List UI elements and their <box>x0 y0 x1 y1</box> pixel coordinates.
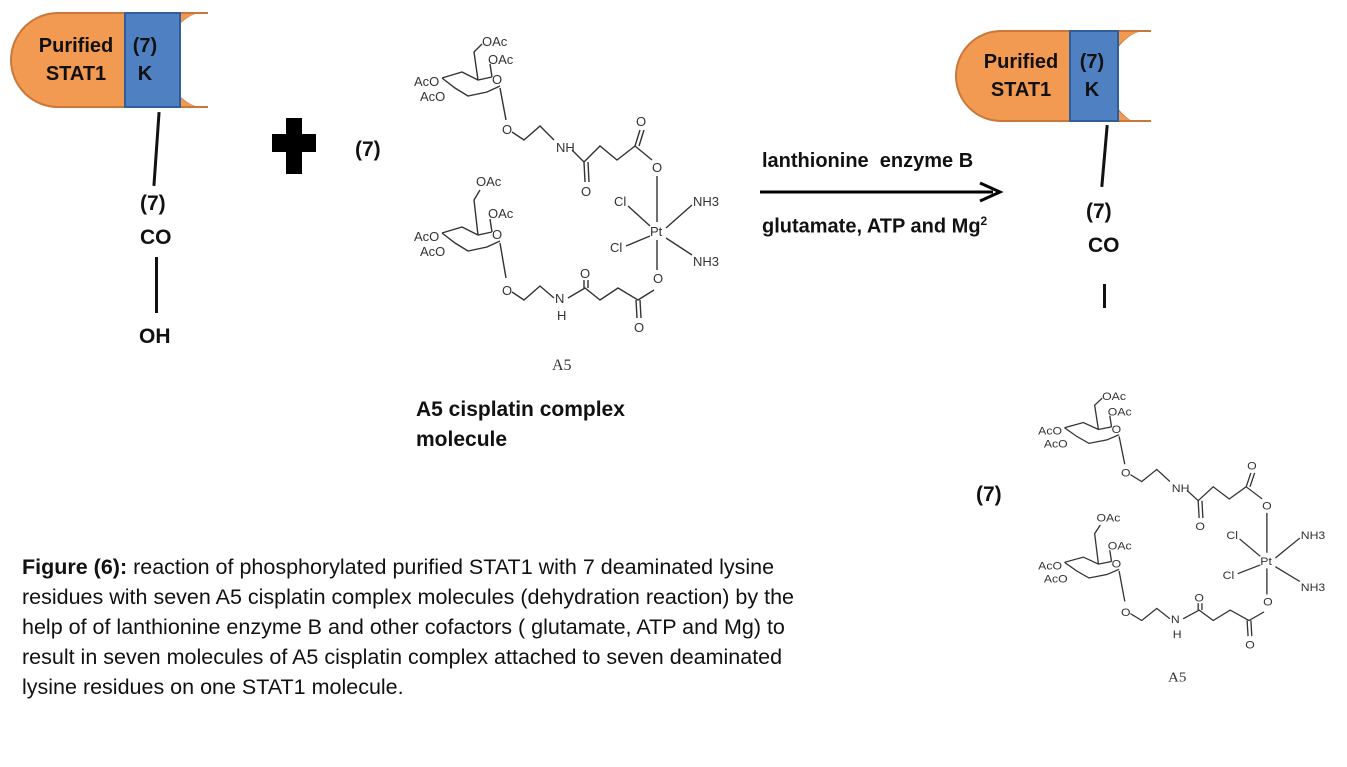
a5-cisplatin-molecule: OAc OAc AcO AcO O O NH O O O OAc OAc AcO… <box>414 34 719 374</box>
carbonyl-group: CO <box>1088 234 1120 257</box>
protein-name-line1: Purified <box>983 51 1059 73</box>
reagent-count: (7) <box>355 138 381 161</box>
mol-label-cl: Cl <box>610 240 622 255</box>
mol-label-aco: AcO <box>420 89 445 104</box>
a5-cisplatin-molecule-attached <box>1037 389 1327 686</box>
mol-label-o: O <box>502 283 512 298</box>
hydroxyl-group: OH <box>139 325 171 348</box>
group-count: (7) <box>140 192 166 215</box>
cofactors-text: glutamate, ATP and Mg <box>762 215 981 238</box>
mol-label-o: O <box>652 160 662 175</box>
molecule-count: (7) <box>976 483 1002 506</box>
protein-name-line2: STAT1 <box>990 79 1052 101</box>
mol-label-pt: Pt <box>650 224 663 239</box>
mol-label-o: O <box>580 266 590 281</box>
mol-label-aco: AcO <box>420 244 445 259</box>
mol-label-o: O <box>492 227 502 242</box>
mol-label-aco: AcO <box>414 74 439 89</box>
mol-label-oac: OAc <box>476 174 502 189</box>
mol-label-nh: NH <box>556 140 575 155</box>
residue-label: K <box>137 63 153 85</box>
reaction-arrow-icon <box>760 181 1004 203</box>
mol-label-o: O <box>492 72 502 87</box>
mol-label-o: O <box>636 114 646 129</box>
arrow-label-cofactors: glutamate, ATP and Mg2 <box>762 214 987 239</box>
group-count: (7) <box>1086 200 1112 223</box>
bond-line <box>1103 284 1106 308</box>
mol-label-cl: Cl <box>614 194 626 209</box>
mol-label-oac: OAc <box>482 34 508 49</box>
mol-label-o: O <box>653 271 663 286</box>
mol-label-n: N <box>555 291 564 306</box>
bond-line <box>152 111 161 187</box>
mol-label-o: O <box>502 122 512 137</box>
figure-caption: Figure (6): reaction of phosphorylated p… <box>22 552 822 702</box>
mol-label-o: O <box>581 184 591 199</box>
mol-label-nh3: NH3 <box>693 254 719 269</box>
cofactors-sup: 2 <box>980 214 988 228</box>
reagent-label: A5 cisplatin complex molecule <box>416 395 625 455</box>
bond-line <box>1100 124 1109 188</box>
reactant-stat1-protein: Purified STAT1 (7) K <box>10 12 208 108</box>
arrow-label-enzyme: lanthionine enzyme B <box>762 150 974 172</box>
protein-name-line1: Purified <box>38 35 114 57</box>
mol-label-nh3: NH3 <box>693 194 719 209</box>
carbonyl-group: CO <box>140 226 172 249</box>
mol-label-aco: AcO <box>414 229 439 244</box>
reagent-label-line1: A5 cisplatin complex <box>416 398 625 421</box>
mol-label-o: O <box>634 320 644 335</box>
reagent-label-line2: molecule <box>416 428 508 451</box>
mol-label-oac: OAc <box>488 52 514 67</box>
plus-icon <box>272 118 316 174</box>
residue-label: K <box>1084 79 1100 101</box>
bond-line <box>155 257 158 313</box>
product-stat1-protein: Purified STAT1 (7) K <box>955 30 1151 122</box>
caption-text: reaction of phosphorylated purified STAT… <box>22 555 795 699</box>
residue-count: (7) <box>132 35 158 57</box>
mol-label-oac: OAc <box>488 206 514 221</box>
caption-label: Figure (6): <box>22 555 128 579</box>
mol-label-h: H <box>557 308 566 323</box>
molecule-name: A5 <box>552 357 572 374</box>
residue-count: (7) <box>1079 51 1105 73</box>
protein-name-line2: STAT1 <box>45 63 107 85</box>
